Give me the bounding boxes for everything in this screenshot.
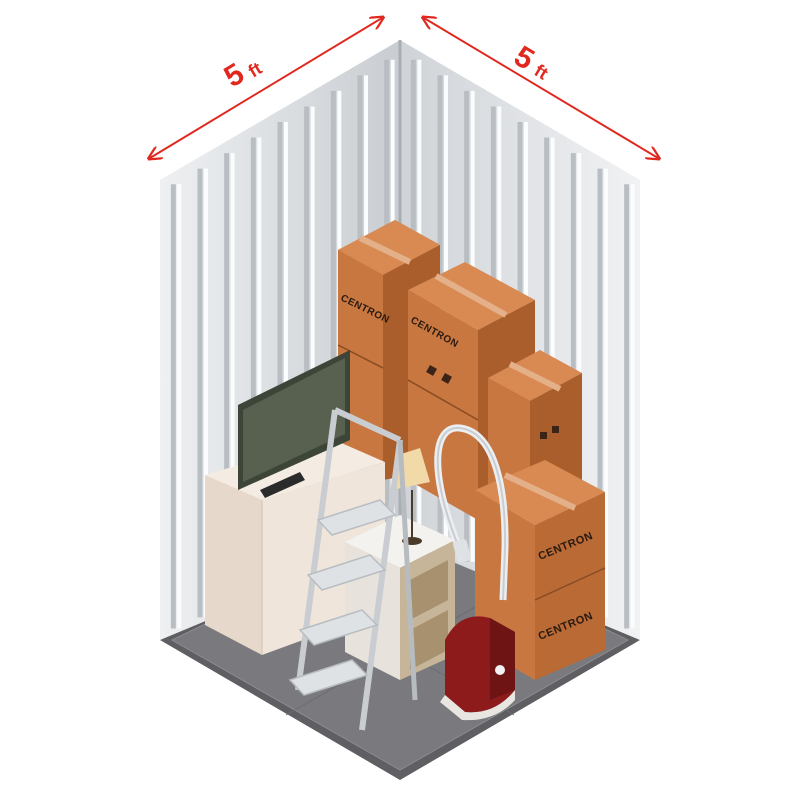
step-ladder — [288, 407, 418, 731]
left-dimension-value: 5 — [219, 57, 250, 94]
right-dimension-unit: ft — [531, 60, 552, 83]
left-dimension-unit: ft — [245, 58, 266, 81]
television — [238, 350, 350, 498]
nightstand — [345, 515, 455, 680]
vacuum-cleaner — [434, 424, 515, 721]
